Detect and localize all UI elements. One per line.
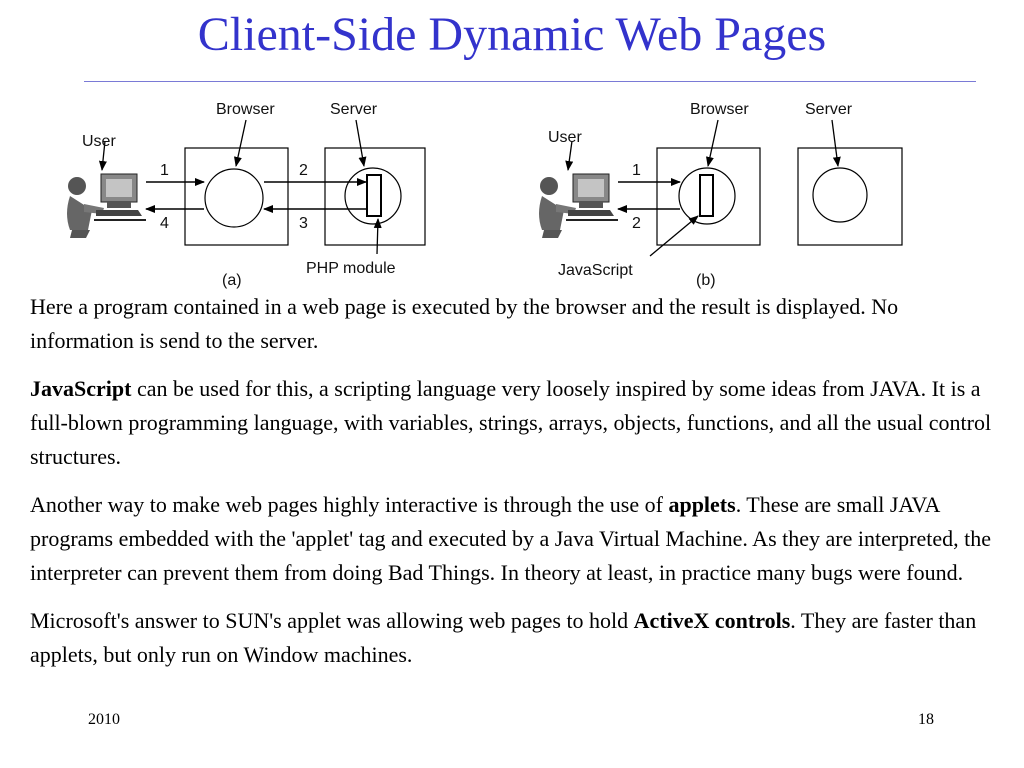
php-module-block [366, 174, 382, 217]
arrow-label-4-a: 4 [160, 215, 169, 232]
paragraph-4-text: . They are faster than applets, but only… [30, 608, 977, 667]
browser-label-b: Browser [690, 101, 749, 118]
paragraph-1-text: Here a program contained in a web page i… [30, 294, 899, 353]
slide-body: Here a program contained in a web page i… [30, 290, 998, 686]
arrow-label-2-b: 2 [632, 215, 641, 232]
page-number: 18 [918, 711, 934, 728]
browser-circle-a [204, 168, 264, 228]
diagram-a: User Browser Server 1 4 2 3 PHP module (… [67, 101, 426, 289]
user-label-b: User [548, 129, 582, 146]
caption-b: (b) [696, 272, 716, 289]
server-label-b: Server [805, 101, 853, 118]
paragraph-2-text: can be used for this, a scripting langua… [30, 376, 992, 469]
user-at-computer-icon-b [539, 173, 618, 238]
paragraph-2: JavaScript can be used for this, a scrip… [30, 372, 998, 474]
paragraph-3-text: . These are small JAVA programs embedded… [30, 492, 992, 585]
browser-label-a: Browser [216, 101, 275, 118]
browser-circle-b [678, 167, 736, 225]
server-circle-b [812, 167, 868, 223]
server-box-a [324, 147, 426, 246]
arrow-label-1-b: 1 [632, 162, 641, 179]
paragraph-3-start: Another way to make web pages highly int… [30, 492, 669, 517]
title-divider [84, 81, 976, 82]
diagram-b: User Browser Server 1 2 JavaScript (b) [539, 101, 903, 289]
paragraph-3: Another way to make web pages highly int… [30, 488, 998, 590]
arrow-label-1-a: 1 [160, 162, 169, 179]
browser-box-a [184, 147, 289, 246]
browser-box-b [656, 147, 761, 246]
server-label-a: Server [330, 101, 378, 118]
server-circle-a [344, 167, 402, 225]
php-module-label: PHP module [306, 260, 396, 277]
applets-term: applets [668, 492, 736, 517]
slide-title: Client-Side Dynamic Web Pages [197, 8, 827, 61]
paragraph-1: Here a program contained in a web page i… [30, 290, 998, 358]
user-at-computer-icon-a [67, 173, 146, 238]
paragraph-4-start: Microsoft's answer to SUN's applet was a… [30, 608, 634, 633]
arrow-label-2-a: 2 [299, 162, 308, 179]
arrow-label-3-a: 3 [299, 215, 308, 232]
user-label-a: User [82, 133, 116, 150]
javascript-block [699, 174, 714, 217]
javascript-label: JavaScript [558, 262, 633, 279]
javascript-term: JavaScript [30, 376, 132, 401]
footer-year: 2010 [88, 711, 120, 728]
server-box-b [797, 147, 903, 246]
activex-term: ActiveX controls [633, 608, 791, 633]
caption-a: (a) [222, 272, 242, 289]
paragraph-4: Microsoft's answer to SUN's applet was a… [30, 604, 998, 672]
client-server-diagram: User Browser Server 1 4 2 3 PHP module (… [67, 101, 903, 289]
